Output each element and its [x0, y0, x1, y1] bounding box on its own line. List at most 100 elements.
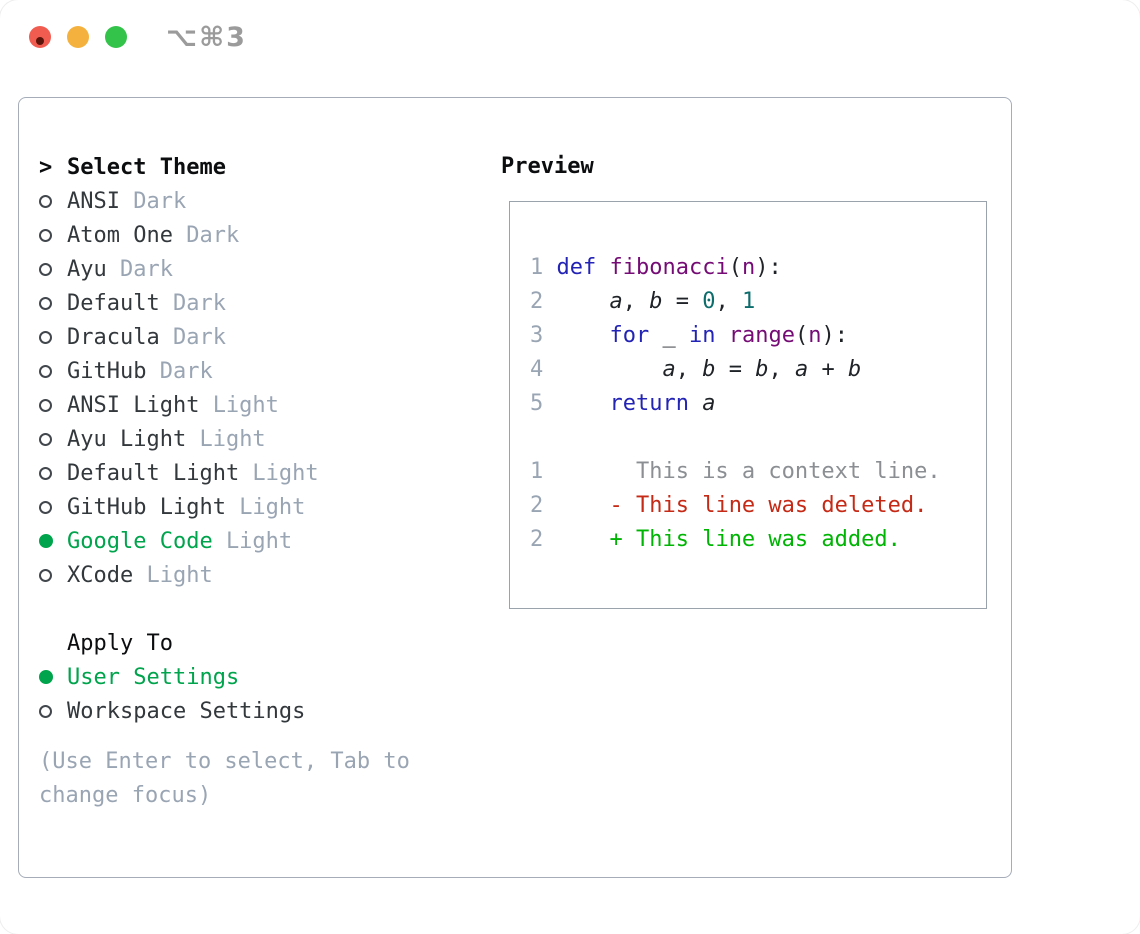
- code-token: +: [808, 357, 848, 382]
- close-button[interactable]: [29, 26, 51, 48]
- option-label: Workspace Settings: [67, 698, 306, 724]
- preview-title: Preview: [501, 154, 594, 179]
- code-token: [543, 289, 609, 314]
- radio-unselected-icon: [39, 228, 52, 242]
- radio-unselected-icon: [39, 364, 52, 378]
- radio-selected-icon: [39, 670, 53, 684]
- apply-to-list: User Settings Workspace Settings: [39, 660, 305, 728]
- radio-unselected-icon: [39, 500, 52, 514]
- option-label: User Settings: [67, 664, 240, 690]
- option-variant-label: Light: [199, 426, 266, 452]
- radio-unselected-icon: [39, 704, 52, 718]
- theme-option[interactable]: Atom One Dark: [39, 218, 319, 252]
- radio-unselected-icon: [39, 432, 52, 446]
- code-token: ):: [755, 255, 782, 280]
- code-token: [596, 255, 609, 280]
- theme-option[interactable]: Google Code Light: [39, 524, 319, 558]
- select-theme-header: > Select Theme: [39, 150, 319, 184]
- apply-to-header: Apply To: [67, 630, 173, 656]
- option-variant-label: Light: [225, 528, 293, 554]
- radio-unselected-icon: [39, 296, 52, 310]
- option-label: ANSI Light: [67, 392, 200, 418]
- code-line: 5 return a: [530, 387, 986, 421]
- code-token: n: [741, 255, 756, 280]
- radio-unselected-icon: [39, 568, 52, 582]
- option-label: Default: [67, 290, 160, 316]
- select-theme-title: Select Theme: [67, 154, 226, 180]
- code-token: 2: [530, 289, 544, 314]
- option-label: ANSI: [67, 188, 120, 214]
- code-line: 4 a, b = b, a + b: [530, 353, 986, 387]
- code-token: 2: [530, 527, 544, 552]
- theme-option[interactable]: Default Dark: [39, 286, 319, 320]
- code-token: ,: [675, 357, 703, 382]
- code-token: 5: [530, 391, 544, 416]
- code-line: 3 for _ in range(n):: [530, 319, 986, 353]
- option-variant-label: Dark: [172, 324, 226, 350]
- option-variant-label: Dark: [186, 222, 240, 248]
- code-token: 0: [702, 289, 716, 314]
- hint-text: (Use Enter to select, Tab to change focu…: [39, 749, 410, 808]
- apply-target-option[interactable]: Workspace Settings: [39, 694, 305, 728]
- radio-unselected-icon: [39, 194, 52, 208]
- option-variant-label: Dark: [133, 188, 187, 214]
- option-label: Google Code: [67, 528, 213, 554]
- radio-unselected-icon: [39, 466, 52, 480]
- code-token: a: [609, 289, 623, 314]
- code-line: 2 a, b = 0, 1: [530, 285, 986, 319]
- option-label: Default Light: [67, 460, 240, 486]
- zoom-button[interactable]: [105, 26, 127, 48]
- option-variant-label: Light: [239, 494, 306, 520]
- code-token: [689, 391, 702, 416]
- radio-unselected-icon: [39, 398, 52, 412]
- option-label: Dracula: [67, 324, 160, 350]
- code-token: def: [556, 255, 597, 280]
- code-token: [543, 527, 609, 552]
- code-token: b: [847, 357, 862, 382]
- radio-selected-icon: [39, 534, 53, 548]
- radio-unselected-icon: [39, 262, 52, 276]
- option-label: XCode: [67, 562, 134, 588]
- code-token: range: [728, 323, 795, 348]
- code-token: b: [755, 357, 769, 382]
- code-token: [543, 357, 662, 382]
- cursor-caret-icon: >: [39, 154, 53, 180]
- option-label: Ayu Light: [67, 426, 187, 452]
- option-variant-label: Light: [252, 460, 319, 486]
- code-token: This is a context line.: [543, 459, 941, 484]
- code-token: ,: [768, 357, 795, 382]
- code-token: + This line was added.: [609, 527, 901, 552]
- code-token: 1: [530, 459, 544, 484]
- radio-unselected-icon: [39, 330, 52, 344]
- code-token: 4: [530, 357, 544, 382]
- code-line: 2 - This line was deleted.: [530, 489, 986, 523]
- code-token: [543, 323, 609, 348]
- option-variant-label: Dark: [172, 290, 226, 316]
- theme-option[interactable]: ANSI Dark: [39, 184, 319, 218]
- code-token: =: [662, 289, 703, 314]
- code-token: [543, 255, 556, 280]
- minimize-button[interactable]: [67, 26, 89, 48]
- theme-option[interactable]: Dracula Dark: [39, 320, 319, 354]
- code-token: _: [649, 323, 689, 348]
- option-variant-label: Dark: [159, 358, 213, 384]
- code-token: 1: [530, 255, 544, 280]
- apply-target-option[interactable]: User Settings: [39, 660, 305, 694]
- code-token: ):: [821, 323, 848, 348]
- theme-option[interactable]: GitHub Light Light: [39, 490, 319, 524]
- option-label: GitHub Light: [67, 494, 226, 520]
- code-token: 2: [530, 493, 544, 518]
- code-line: 2 + This line was added.: [530, 523, 986, 557]
- option-label: Atom One: [67, 222, 173, 248]
- code-token: a: [702, 391, 716, 416]
- theme-option[interactable]: Ayu Light Light: [39, 422, 319, 456]
- theme-option[interactable]: Default Light Light: [39, 456, 319, 490]
- code-line: 1 def fibonacci(n):: [530, 251, 986, 285]
